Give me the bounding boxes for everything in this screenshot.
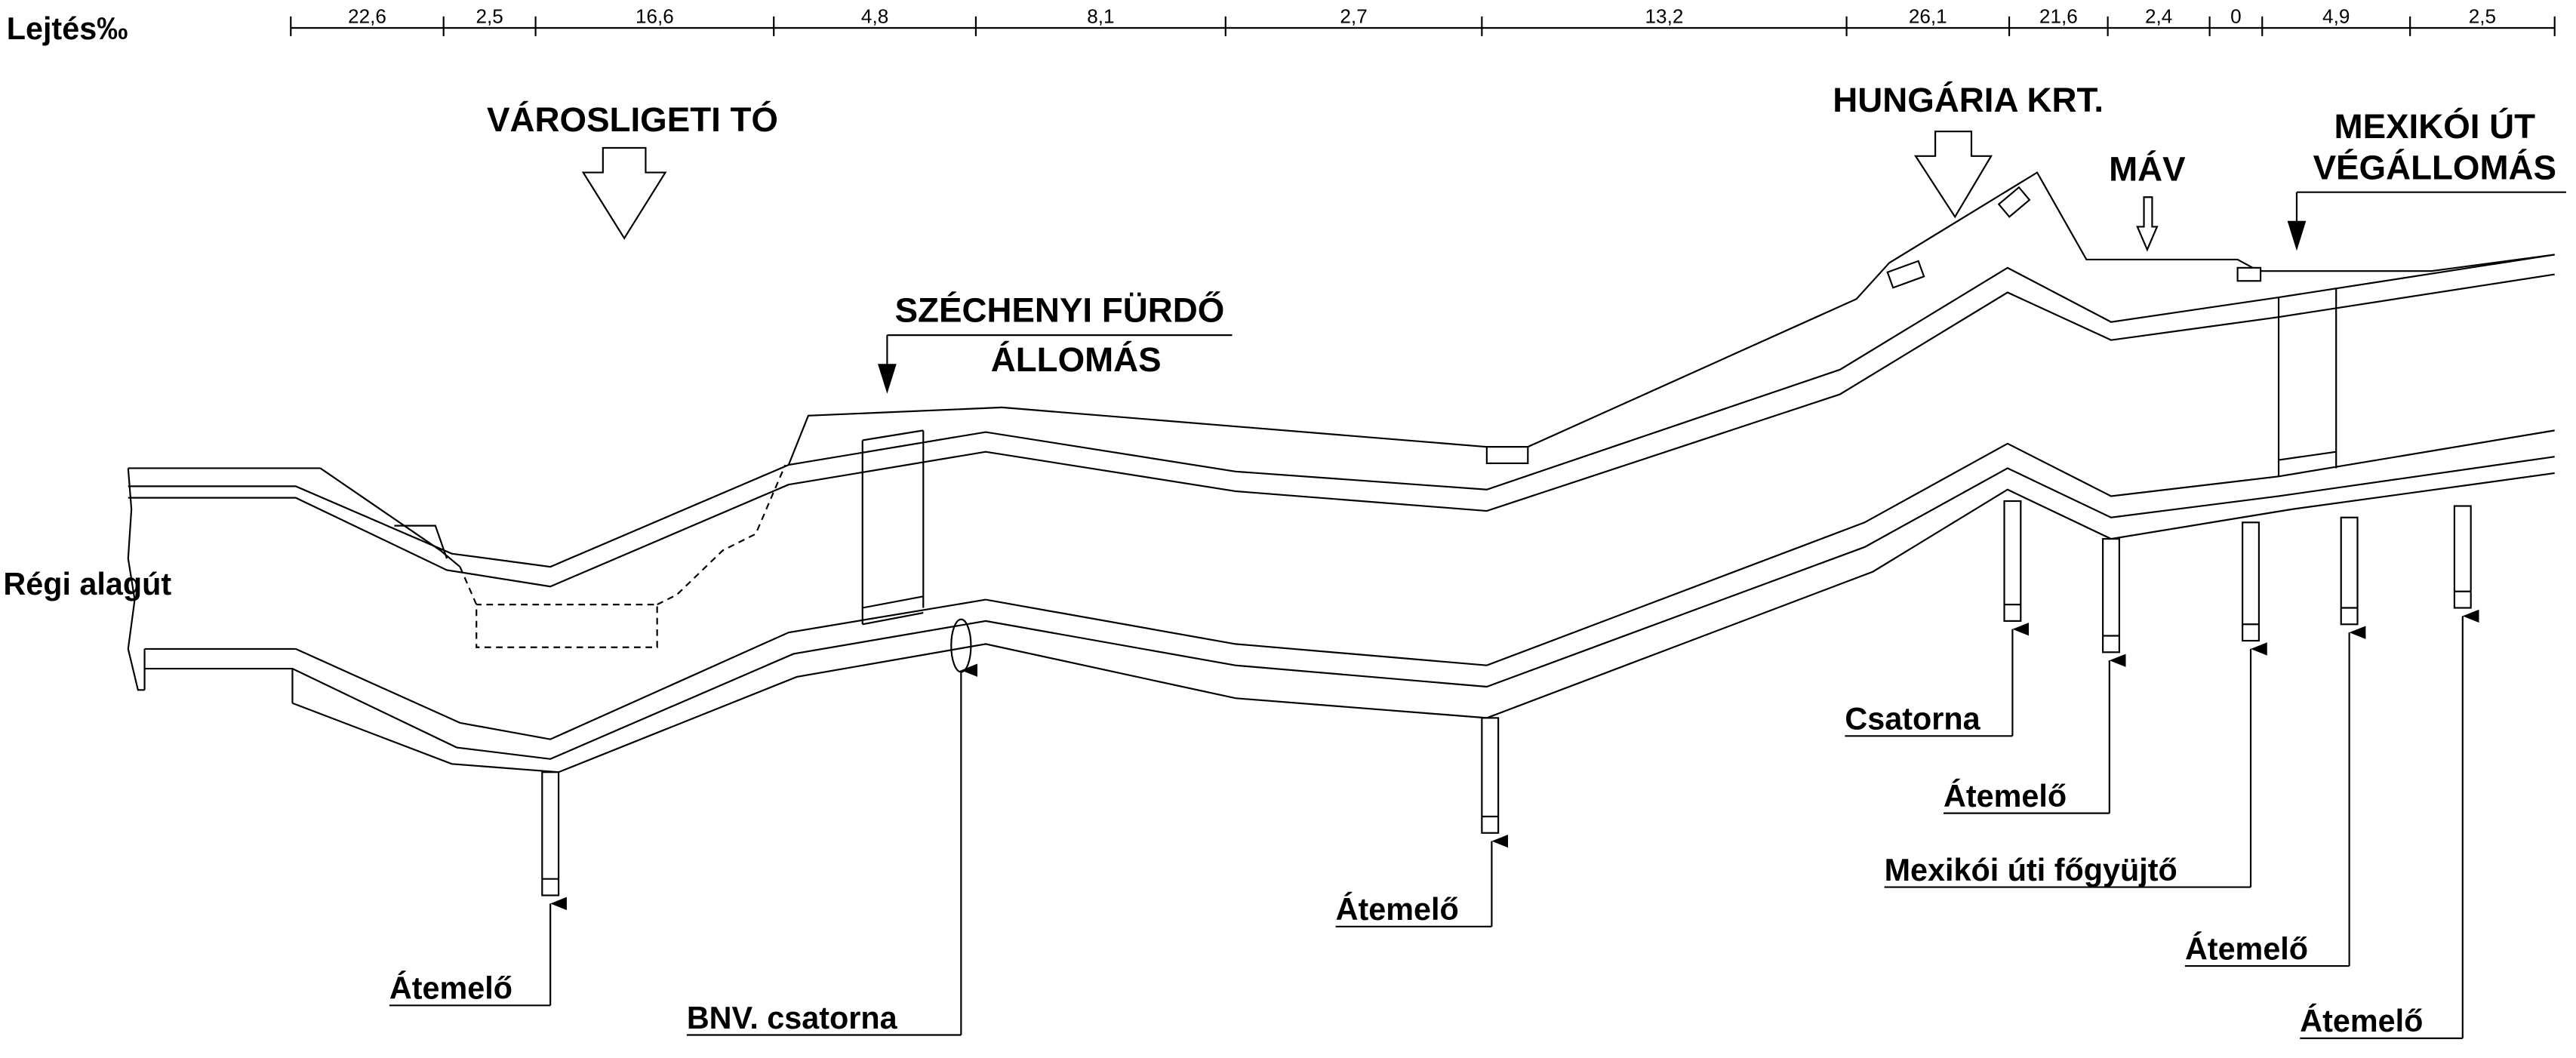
- landmark-szechenyi-line1: SZÉCHENYI FÜRDŐ: [895, 291, 1225, 330]
- szechenyi-station-shaft: [861, 429, 925, 626]
- structure-box: [2236, 266, 2262, 282]
- label-atemelo: Átemelő: [1336, 892, 1459, 927]
- scale-value: 2,7: [1340, 5, 1367, 27]
- scale-value: 13,2: [1645, 5, 1684, 27]
- hollow-arrow-down-icon: [1913, 131, 1993, 219]
- pipe: [2453, 505, 2472, 609]
- pipe: [541, 771, 560, 897]
- label-atemelo: Átemelő: [2300, 1004, 2423, 1038]
- landmark-mexikoi-line1: MEXIKÓI ÚT: [2334, 106, 2536, 146]
- label-bnv-csatorna: BNV. csatorna: [687, 1001, 898, 1035]
- small-arrow-down-icon: [2136, 196, 2159, 252]
- scale-value: 8,1: [1087, 5, 1114, 27]
- pump-pipes: [541, 500, 2472, 897]
- scale-value: 0: [2230, 5, 2242, 27]
- slope-scale: Lejtés‰ 22,6 2,5 16,6 4,8 8,1 2,7 13,2 26,1 21,6…: [7, 5, 2556, 46]
- structure-box: [1997, 186, 2031, 218]
- structure-box: [1886, 260, 1925, 289]
- bnv-canal-crossing: [950, 618, 972, 673]
- pipe: [2102, 537, 2120, 654]
- pipe: [2003, 500, 2022, 623]
- surface-outline: [319, 171, 2555, 648]
- structure-box: [1485, 446, 1529, 465]
- scale-value: 4,8: [861, 5, 888, 27]
- arrow-down-icon: [878, 335, 897, 394]
- leader-lines: [389, 609, 2479, 1039]
- scale-value: 2,4: [2145, 5, 2172, 27]
- arrow-down-icon: [2287, 192, 2307, 251]
- landmark-mexikoi-line2: VÉGÁLLOMÁS: [2313, 148, 2556, 186]
- scale-value: 4,9: [2322, 5, 2350, 27]
- hollow-arrow-down-icon: [581, 146, 667, 240]
- label-atemelo: Átemelő: [2185, 931, 2308, 966]
- label-atemelo: Átemelő: [389, 971, 512, 1006]
- pipe: [2242, 521, 2260, 642]
- scale-value: 21,6: [2039, 5, 2078, 27]
- mexikoi-station-shaft: [2277, 289, 2337, 477]
- tunnel-upper-walls: [128, 254, 2555, 588]
- slope-scale-title: Lejtés‰: [7, 11, 128, 46]
- landmark-hungaria: HUNGÁRIA KRT.: [1833, 81, 2104, 119]
- scale-value: 2,5: [475, 5, 503, 27]
- label-regi-alagut: Régi alagút: [3, 567, 171, 601]
- scale-value: 22,6: [348, 5, 386, 27]
- label-csatorna: Csatorna: [1845, 702, 1980, 737]
- scale-value: 16,6: [636, 5, 674, 27]
- label-mexikoi-fogyujto: Mexikói úti főgyüjtő: [1885, 853, 2177, 887]
- landmark-varosligeti-to: VÁROSLIGETI TÓ: [487, 100, 778, 139]
- pipe: [1481, 717, 1500, 834]
- pipe: [2340, 516, 2359, 626]
- tunnel-lower-walls: [291, 429, 2555, 774]
- label-atemelo: Átemelő: [1944, 779, 2067, 813]
- scale-value: 26,1: [1909, 5, 1947, 27]
- landmark-mav: MÁV: [2109, 149, 2186, 188]
- scale-value: 2,5: [2469, 5, 2496, 27]
- landmark-szechenyi-line2: ÁLLOMÁS: [991, 340, 1162, 379]
